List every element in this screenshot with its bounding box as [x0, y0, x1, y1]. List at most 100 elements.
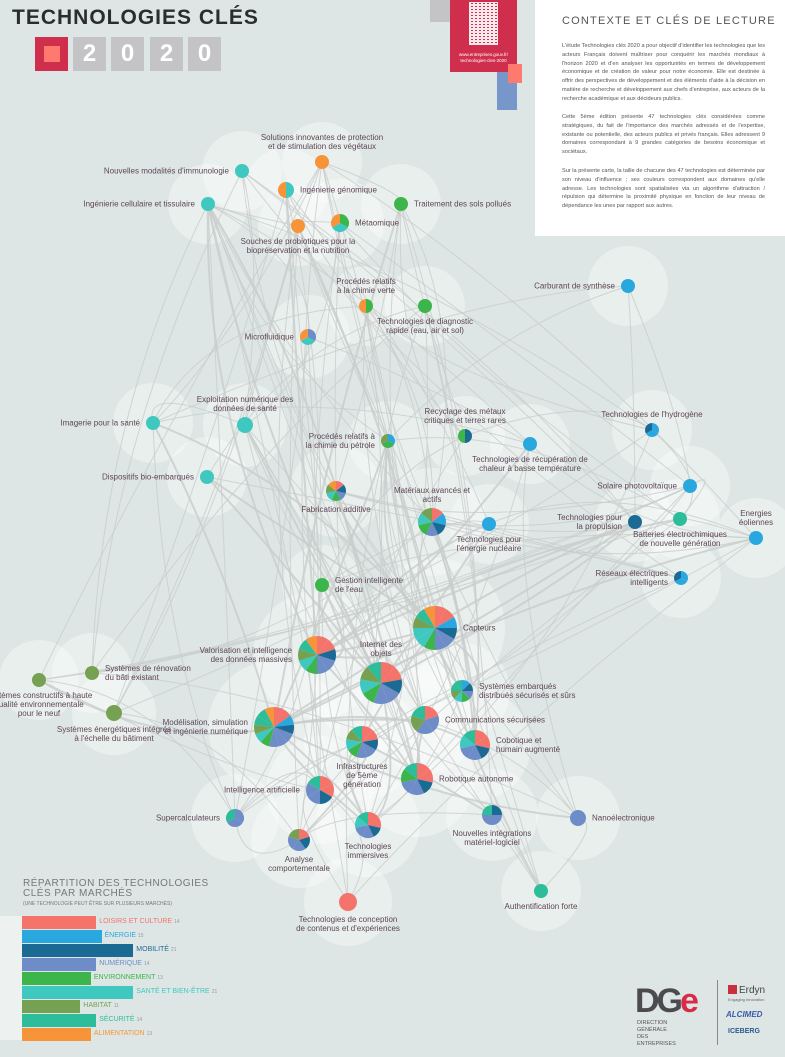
node-label[interactable]: Traitement des sols pollués: [414, 199, 512, 209]
technology-node[interactable]: [683, 479, 697, 493]
node-label[interactable]: Recyclage des métaux critiques et terres…: [424, 407, 506, 425]
technology-node[interactable]: [411, 706, 439, 735]
node-label[interactable]: Cobotique et humain augmenté: [496, 736, 561, 754]
technology-node[interactable]: [85, 666, 99, 680]
technology-node[interactable]: [482, 517, 496, 531]
node-label[interactable]: Modélisation, simulation et ingénierie n…: [162, 718, 248, 736]
node-label[interactable]: Systèmes de rénovation du bâti existant: [105, 664, 191, 682]
node-label[interactable]: Nanoélectronique: [592, 813, 655, 823]
node-label[interactable]: Technologies de récupération de chaleur …: [472, 455, 588, 473]
technology-node[interactable]: [628, 515, 642, 529]
node-label[interactable]: Matériaux avancés et actifs: [393, 486, 471, 504]
technology-node[interactable]: [360, 662, 402, 704]
technology-node[interactable]: [459, 730, 491, 760]
technology-node[interactable]: [359, 299, 373, 313]
technology-node[interactable]: [300, 329, 316, 345]
technology-node[interactable]: [621, 279, 635, 293]
node-label[interactable]: Ingénierie génomique: [300, 185, 377, 195]
technology-node[interactable]: [298, 636, 337, 674]
node-label[interactable]: Intelligence artificielle: [223, 785, 300, 795]
technology-node[interactable]: [394, 197, 408, 211]
node-label[interactable]: Solaire photovoltaïque: [597, 481, 677, 491]
technology-node[interactable]: [417, 508, 446, 536]
node-label[interactable]: Gestion intelligente de l'eau: [335, 576, 404, 594]
qr-code-icon[interactable]: [469, 2, 498, 45]
node-label[interactable]: Supercalculateurs: [155, 813, 220, 823]
technology-node[interactable]: [458, 429, 472, 443]
technology-node[interactable]: [355, 812, 382, 838]
technology-node[interactable]: [288, 829, 310, 851]
node-label[interactable]: Réseaux électriques intelligents: [595, 569, 668, 587]
technology-node[interactable]: [534, 884, 548, 898]
technology-node[interactable]: [201, 197, 215, 211]
technology-node[interactable]: [278, 182, 294, 198]
node-label[interactable]: Capteurs: [463, 623, 496, 633]
technology-node[interactable]: [237, 417, 253, 433]
technology-node[interactable]: [225, 809, 245, 828]
dependency-edge: [400, 203, 447, 523]
legend-count: 13: [157, 975, 163, 981]
node-label[interactable]: Technologies pour l'énergie nucléaire: [456, 535, 522, 553]
technology-node[interactable]: [305, 776, 334, 804]
technology-node[interactable]: [413, 606, 457, 650]
technology-node[interactable]: [146, 416, 160, 430]
node-label[interactable]: Valorisation et intelligence des données…: [199, 646, 292, 664]
node-label[interactable]: Communications sécurisées: [445, 715, 546, 725]
node-label[interactable]: Technologies de l'hydrogène: [601, 410, 703, 419]
technology-node[interactable]: [315, 578, 329, 592]
technology-node[interactable]: [523, 437, 537, 451]
technology-node[interactable]: [106, 705, 122, 721]
technology-node[interactable]: [418, 299, 432, 313]
node-label[interactable]: Technologies de diagnostic rapide (eau, …: [376, 317, 474, 335]
technology-node[interactable]: [291, 219, 305, 233]
node-label[interactable]: Métaomique: [355, 218, 400, 228]
node-label[interactable]: Batteries électrochimiques de nouvelle g…: [633, 530, 727, 548]
node-label[interactable]: Technologies immersives: [344, 842, 392, 860]
technology-node[interactable]: [32, 673, 46, 687]
node-label[interactable]: Dispositifs bio-embarqués: [101, 472, 194, 482]
technology-node[interactable]: [570, 810, 586, 826]
node-label[interactable]: Systèmes énergétiques intégrés à l'échel…: [56, 725, 172, 743]
node-label[interactable]: Internet des objets: [359, 640, 403, 658]
technology-node[interactable]: [326, 481, 346, 501]
pie-slice: [315, 155, 329, 169]
technology-node[interactable]: [200, 470, 214, 484]
node-label[interactable]: Energies éoliennes: [738, 509, 774, 527]
technology-node[interactable]: [674, 571, 688, 586]
technology-node[interactable]: [346, 726, 378, 758]
node-label[interactable]: Solutions innovantes de protection et de…: [260, 133, 384, 151]
node-label[interactable]: Technologies de conception de contenus e…: [296, 915, 400, 933]
node-label[interactable]: Nouvelles modalités d'immunologie: [103, 166, 229, 176]
technology-node[interactable]: [254, 707, 294, 747]
node-label[interactable]: Microfluidique: [244, 332, 294, 342]
node-label[interactable]: Imagerie pour la santé: [60, 418, 140, 428]
technology-node[interactable]: [315, 155, 329, 169]
node-label[interactable]: Systèmes constructifs à haute qualité en…: [0, 691, 93, 718]
node-label[interactable]: Exploitation numérique des données de sa…: [196, 395, 294, 413]
technology-node[interactable]: [235, 164, 249, 178]
node-label[interactable]: Procédés relatifs à la chimie verte: [336, 277, 396, 295]
node-label[interactable]: Infrastructures de 5ème génération: [336, 762, 388, 789]
technology-node[interactable]: [482, 805, 502, 825]
technology-node[interactable]: [401, 763, 434, 795]
node-label[interactable]: Fabrication additive: [301, 505, 371, 514]
node-label[interactable]: Ingénierie cellulaire et tissulaire: [83, 199, 195, 209]
node-label[interactable]: Robotique autonome: [439, 774, 514, 784]
node-label[interactable]: Carburant de synthèse: [534, 281, 615, 291]
technology-node[interactable]: [339, 893, 357, 911]
node-label[interactable]: Souches de probiotiques pour la bioprése…: [240, 237, 356, 255]
technology-node[interactable]: [673, 512, 687, 526]
technology-node[interactable]: [749, 531, 763, 545]
technology-node[interactable]: [331, 214, 349, 232]
node-label[interactable]: Nouvelles intégrations matériel-logiciel: [452, 829, 532, 847]
qr-url[interactable]: www.entreprises.gouv.fr/ technologies-cl…: [459, 52, 508, 63]
node-label[interactable]: Systèmes embarqués distribués sécurisés …: [479, 682, 576, 700]
node-label[interactable]: Analyse comportementale: [268, 855, 330, 873]
node-label[interactable]: Technologies pour la propulsion: [557, 513, 622, 531]
qr-code-block[interactable]: www.entreprises.gouv.fr/ technologies-cl…: [450, 0, 517, 72]
technology-node[interactable]: [450, 680, 473, 702]
node-label[interactable]: Authentification forte: [504, 902, 578, 911]
node-label[interactable]: Procédés relatifs à la chimie du pétrole: [305, 432, 375, 450]
technology-node[interactable]: [381, 434, 395, 448]
technology-node[interactable]: [644, 423, 659, 438]
